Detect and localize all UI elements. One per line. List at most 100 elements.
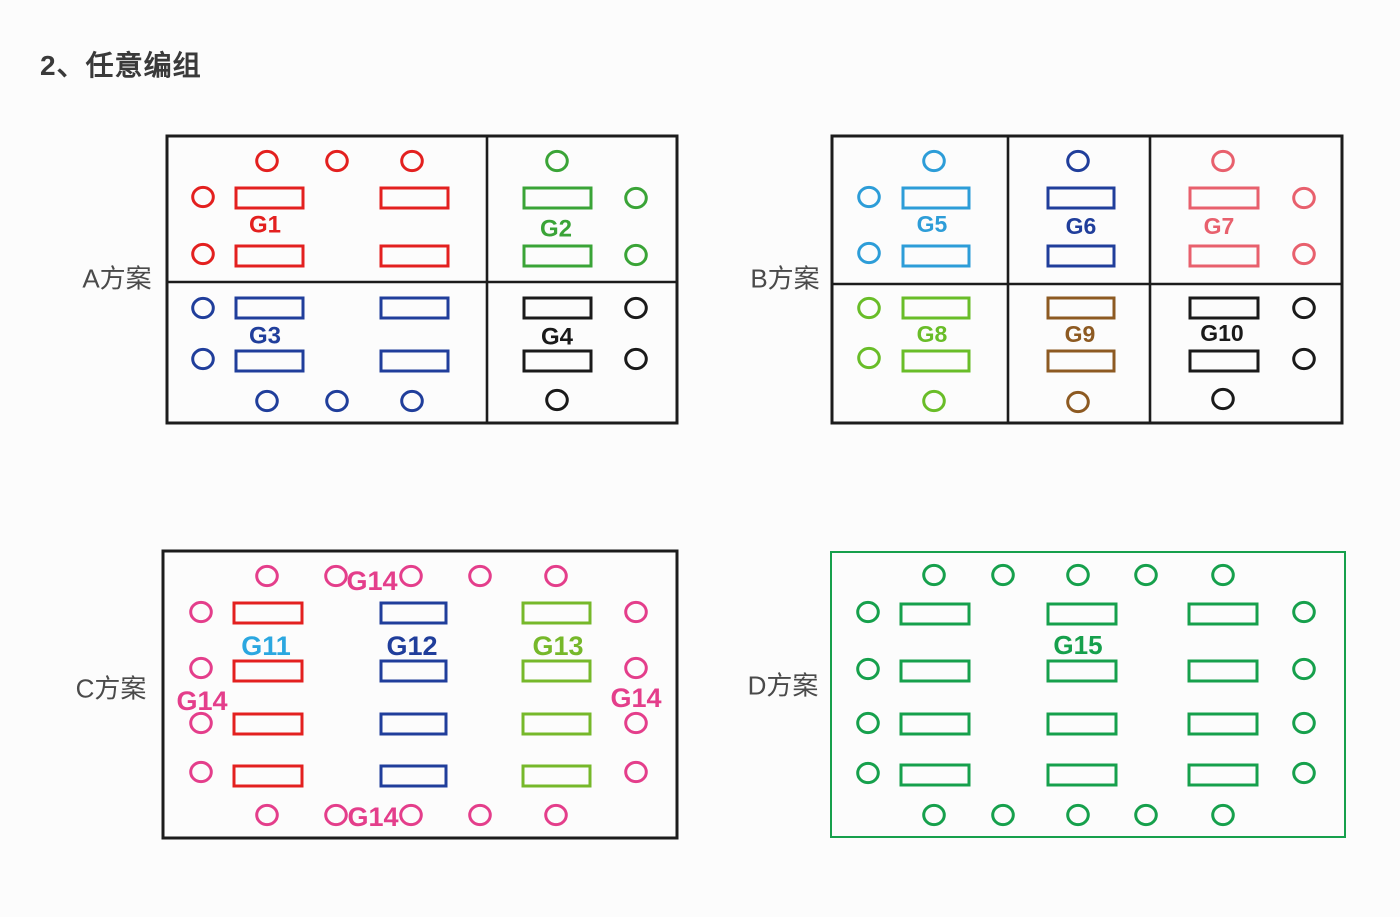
group-g1-downlight-circle bbox=[325, 149, 349, 173]
group-g1-light-rect bbox=[379, 186, 450, 210]
group-g2-downlight-circle bbox=[624, 243, 648, 267]
group-g15-downlight-circle bbox=[1066, 563, 1090, 587]
group-g2-light-rect bbox=[522, 244, 593, 268]
group-g13-light-rect bbox=[521, 764, 592, 788]
group-g9-label: G9 bbox=[1065, 321, 1096, 347]
group-g15-downlight-circle bbox=[1134, 803, 1158, 827]
group-g15-downlight-circle bbox=[856, 761, 880, 785]
group-g15-downlight-circle bbox=[1292, 657, 1316, 681]
group-g10-downlight-circle bbox=[1292, 296, 1316, 320]
group-g15-light-rect bbox=[899, 763, 971, 787]
group-g8-light-rect bbox=[901, 349, 971, 373]
group-g13-light-rect bbox=[521, 659, 592, 683]
group-g1-downlight-circle bbox=[400, 149, 424, 173]
group-g14-downlight-circle bbox=[189, 656, 213, 680]
group-g15-downlight-circle bbox=[856, 711, 880, 735]
group-g13-label: G13 bbox=[532, 631, 583, 661]
group-g15-downlight-circle bbox=[922, 563, 946, 587]
group-g5-light-rect bbox=[901, 186, 971, 210]
group-g15-downlight-circle bbox=[1134, 563, 1158, 587]
group-g1-light-rect bbox=[234, 244, 305, 268]
group-g12-label: G12 bbox=[386, 631, 437, 661]
group-g4-downlight-circle bbox=[545, 388, 569, 412]
group-g15-downlight-circle bbox=[991, 563, 1015, 587]
group-g15-light-rect bbox=[1046, 763, 1118, 787]
group-g11-light-rect bbox=[232, 712, 304, 736]
group-g10-light-rect bbox=[1188, 349, 1260, 373]
group-g7-downlight-circle bbox=[1292, 242, 1316, 266]
group-g10-downlight-circle bbox=[1211, 387, 1235, 411]
panel-B-label: B方案 bbox=[750, 263, 820, 294]
group-g8-downlight-circle bbox=[922, 389, 946, 413]
group-g9-light-rect bbox=[1046, 349, 1116, 373]
panel-A-label: A方案 bbox=[82, 263, 152, 294]
group-g6-light-rect bbox=[1046, 186, 1116, 210]
group-g11-label: G11 bbox=[241, 631, 291, 661]
panel-A-border bbox=[165, 134, 679, 425]
group-g7-downlight-circle bbox=[1292, 186, 1316, 210]
group-g12-light-rect bbox=[379, 764, 448, 788]
group-g15-downlight-circle bbox=[1292, 711, 1316, 735]
group-g13-light-rect bbox=[521, 712, 592, 736]
group-g5-light-rect bbox=[901, 244, 971, 268]
group-g3-downlight-circle bbox=[325, 389, 349, 413]
group-g7-light-rect bbox=[1188, 186, 1260, 210]
group-g14-downlight-circle bbox=[544, 564, 568, 588]
group-g8-downlight-circle bbox=[857, 346, 881, 370]
group-g6-light-rect bbox=[1046, 244, 1116, 268]
group-g14-downlight-circle bbox=[324, 564, 348, 588]
group-g15-downlight-circle bbox=[856, 657, 880, 681]
group-g14-downlight-circle bbox=[624, 656, 648, 680]
group-g11-light-rect bbox=[232, 601, 304, 625]
group-g14-downlight-circle bbox=[468, 803, 492, 827]
group-g15-downlight-circle bbox=[856, 600, 880, 624]
group-g10-label: G10 bbox=[1200, 320, 1243, 346]
group-g4-light-rect bbox=[522, 296, 593, 320]
group-g15-light-rect bbox=[899, 602, 971, 626]
group-g4-label: G4 bbox=[541, 324, 574, 351]
group-g14-downlight-circle bbox=[189, 760, 213, 784]
group-g15-label: G15 bbox=[1053, 630, 1102, 660]
panel-C-label: C方案 bbox=[75, 673, 147, 704]
group-g8-label: G8 bbox=[917, 321, 948, 347]
group-g14-label: G14 bbox=[347, 802, 398, 832]
group-g10-downlight-circle bbox=[1292, 347, 1316, 371]
group-g3-downlight-circle bbox=[400, 389, 424, 413]
group-g1-downlight-circle bbox=[191, 185, 215, 209]
group-g15-downlight-circle bbox=[1211, 803, 1235, 827]
group-g3-light-rect bbox=[234, 296, 305, 320]
group-g15-light-rect bbox=[1187, 659, 1259, 683]
group-g14-downlight-circle bbox=[544, 803, 568, 827]
group-g12-light-rect bbox=[379, 659, 448, 683]
group-g3-downlight-circle bbox=[191, 347, 215, 371]
group-g15-light-rect bbox=[1046, 659, 1118, 683]
group-g14-downlight-circle bbox=[399, 564, 423, 588]
group-g7-downlight-circle bbox=[1211, 149, 1235, 173]
group-g9-light-rect bbox=[1046, 296, 1116, 320]
group-g3-downlight-circle bbox=[191, 296, 215, 320]
group-g14-downlight-circle bbox=[255, 803, 279, 827]
group-g14-downlight-circle bbox=[399, 803, 423, 827]
group-g15-light-rect bbox=[1187, 763, 1259, 787]
group-g14-downlight-circle bbox=[624, 760, 648, 784]
panel-B-border bbox=[830, 134, 1344, 425]
group-g5-label: G5 bbox=[917, 211, 948, 237]
group-g5-downlight-circle bbox=[857, 185, 881, 209]
group-g15-light-rect bbox=[1187, 712, 1259, 736]
group-g3-light-rect bbox=[234, 349, 305, 373]
group-g15-downlight-circle bbox=[1066, 803, 1090, 827]
group-g1-light-rect bbox=[234, 186, 305, 210]
group-g14-downlight-circle bbox=[189, 600, 213, 624]
group-g3-label: G3 bbox=[249, 323, 281, 350]
group-g6-downlight-circle bbox=[1066, 149, 1090, 173]
group-g14-downlight-circle bbox=[255, 564, 279, 588]
group-g15-light-rect bbox=[899, 712, 971, 736]
group-g2-light-rect bbox=[522, 186, 593, 210]
group-g15-downlight-circle bbox=[1211, 563, 1235, 587]
page-title: 2、任意编组 bbox=[40, 50, 202, 81]
group-g3-light-rect bbox=[379, 296, 450, 320]
group-g12-light-rect bbox=[379, 712, 448, 736]
group-g14-label: G14 bbox=[610, 683, 661, 713]
group-g12-light-rect bbox=[379, 601, 448, 625]
